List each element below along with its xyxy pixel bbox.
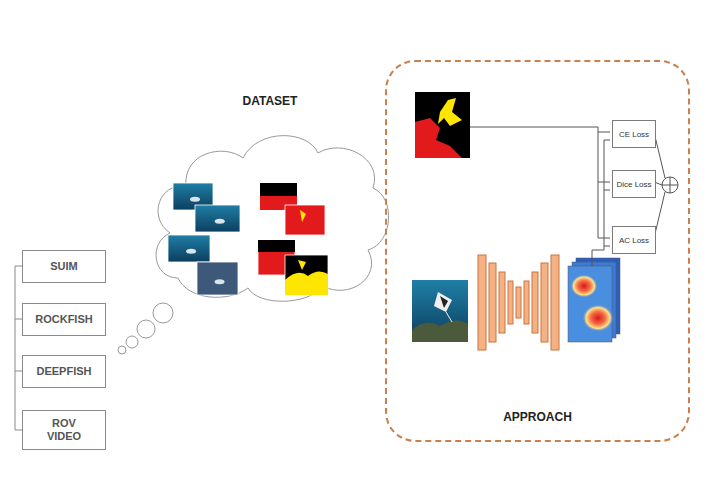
loss-name: AC Loss bbox=[619, 236, 649, 245]
loss-box: Dice Loss bbox=[612, 170, 656, 198]
cloud-shape bbox=[148, 90, 392, 318]
section-title: DATASET bbox=[148, 94, 392, 108]
section-title: APPROACH bbox=[387, 410, 688, 424]
dataset-name: SUIM bbox=[50, 260, 78, 273]
dataset-box: ROV VIDEO bbox=[22, 410, 106, 450]
dataset-name: DEEPFISH bbox=[36, 365, 91, 378]
dataset-cloud: DATASET bbox=[148, 90, 392, 318]
dataset-name: ROV VIDEO bbox=[40, 417, 88, 443]
loss-name: CE Loss bbox=[619, 130, 649, 139]
dataset-box: DEEPFISH bbox=[22, 355, 106, 388]
approach-region: APPROACH CE LossDice Loss AC Loss bbox=[385, 60, 690, 442]
dataset-box: SUIM bbox=[22, 250, 106, 283]
loss-box: AC Loss bbox=[612, 226, 656, 254]
dataset-box: ROCKFISH bbox=[22, 303, 106, 336]
loss-box: CE Loss bbox=[612, 120, 656, 148]
loss-name: Dice Loss bbox=[616, 180, 651, 189]
dataset-name: ROCKFISH bbox=[35, 313, 92, 326]
